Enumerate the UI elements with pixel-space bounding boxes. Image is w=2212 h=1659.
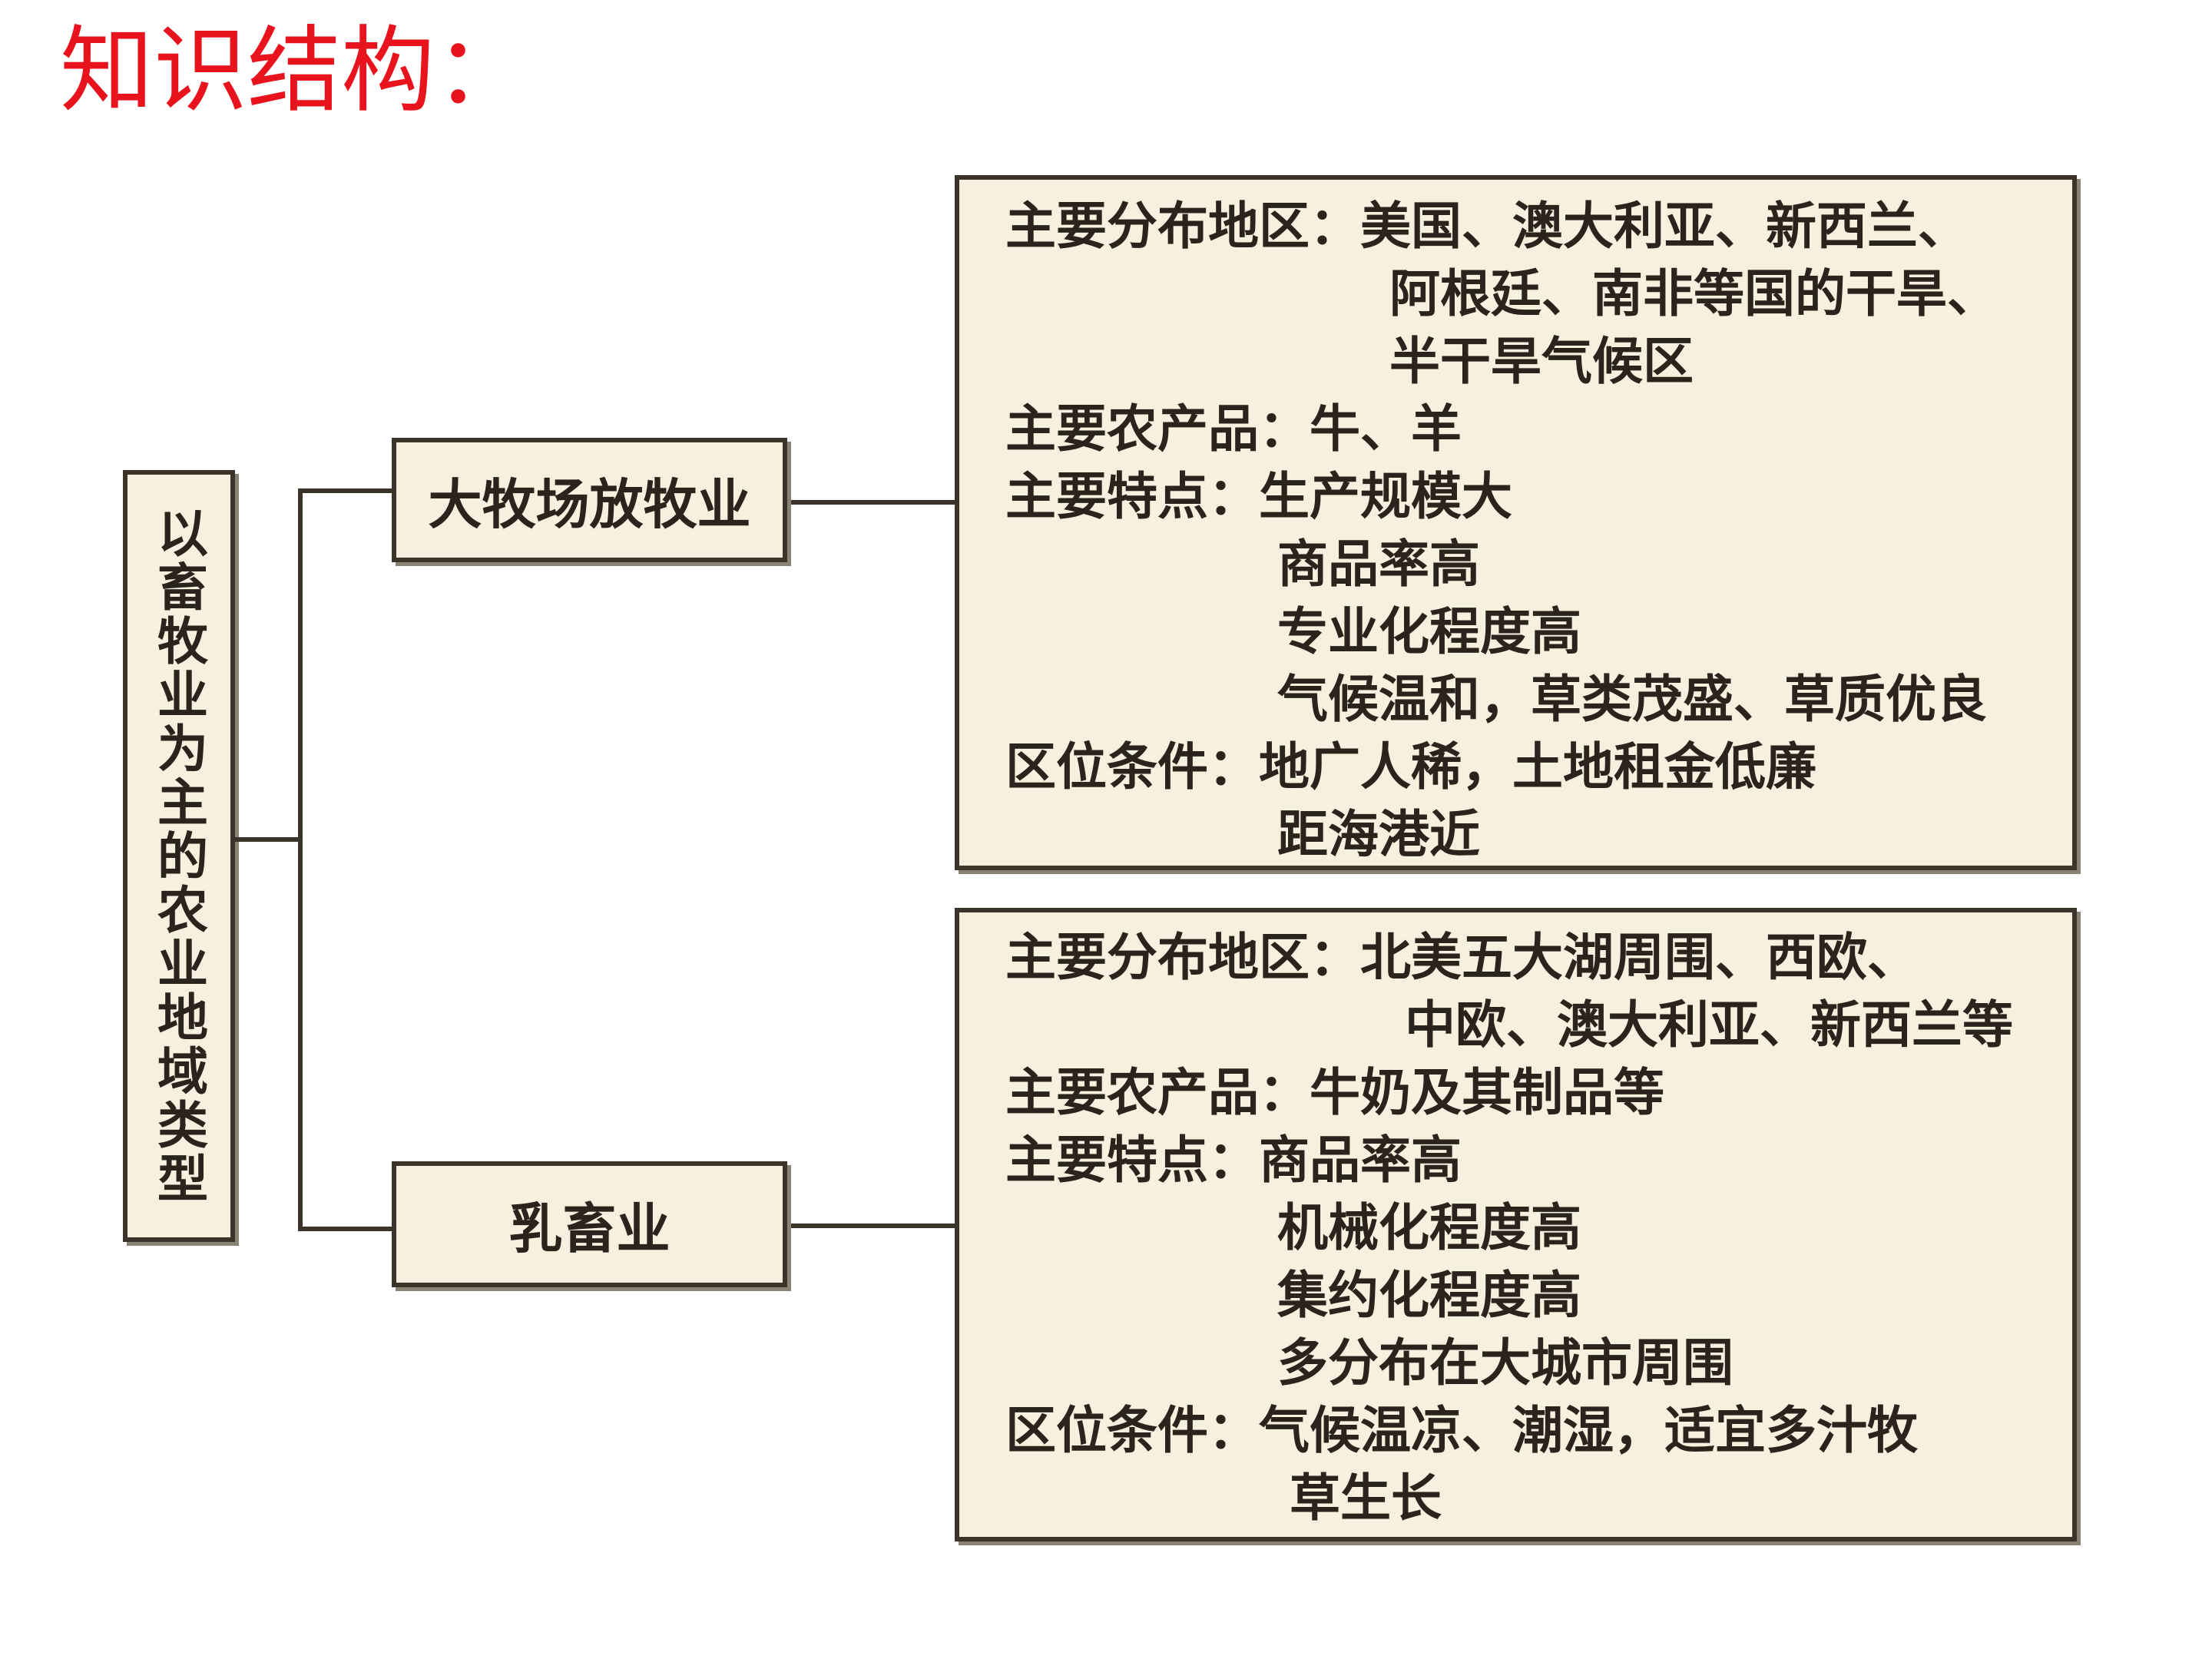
- connector-branch-2: [298, 1227, 392, 1231]
- detail-line: 专业化程度高: [1277, 601, 1581, 661]
- detail-line: 主要农产品：牛、羊: [1005, 399, 1462, 459]
- connector-trunk: [298, 488, 303, 1231]
- root-label: 以畜牧业为主的农业地域类型: [149, 506, 209, 1206]
- detail-line: 主要农产品：牛奶及其制品等: [1005, 1062, 1664, 1122]
- connector-root-stub: [235, 837, 303, 842]
- root-box: 以畜牧业为主的农业地域类型: [123, 470, 235, 1242]
- detail-line: 机械化程度高: [1277, 1197, 1581, 1257]
- branch-label: 乳畜业: [508, 1196, 671, 1260]
- detail-line: 商品率高: [1277, 534, 1480, 594]
- detail-line: 区位条件：气候温凉、潮湿，适宜多汁牧: [1005, 1400, 1918, 1460]
- connector-detail-2: [787, 1224, 955, 1228]
- detail-line: 气候温和，草类茂盛、草质优良: [1277, 669, 1987, 729]
- branch-box-dairy: 乳畜业: [392, 1161, 787, 1287]
- detail-line: 多分布在大城市周围: [1277, 1333, 1734, 1392]
- detail-box-ranching: 主要分布地区：美国、澳大利亚、新西兰、 阿根廷、南非等国的干旱、 半干旱气候区 …: [955, 175, 2077, 870]
- branch-label: 大牧场放牧业: [428, 472, 751, 536]
- page-title: 知识结构：: [60, 16, 528, 125]
- detail-line: 半干旱气候区: [1389, 331, 1694, 391]
- detail-line: 草生长: [1290, 1468, 1442, 1528]
- branch-box-ranching: 大牧场放牧业: [392, 438, 787, 562]
- detail-line: 区位条件：地广人稀，土地租金低廉: [1005, 737, 1816, 796]
- detail-line: 中欧、澳大利亚、新西兰等: [1405, 995, 2013, 1055]
- detail-line: 距海港近: [1277, 804, 1480, 864]
- connector-branch-1: [298, 488, 392, 493]
- detail-line: 主要特点：商品率高: [1005, 1130, 1462, 1190]
- detail-box-dairy: 主要分布地区：北美五大湖周围、西欧、 中欧、澳大利亚、新西兰等 主要农产品：牛奶…: [955, 908, 2077, 1541]
- detail-line: 阿根廷、南非等国的干旱、: [1389, 263, 1998, 323]
- detail-line: 集约化程度高: [1277, 1265, 1581, 1325]
- connector-detail-1: [787, 500, 955, 505]
- detail-line: 主要分布地区：美国、澳大利亚、新西兰、: [1005, 196, 1969, 256]
- detail-line: 主要分布地区：北美五大湖周围、西欧、: [1005, 927, 1918, 987]
- detail-line: 主要特点：生产规模大: [1005, 466, 1512, 526]
